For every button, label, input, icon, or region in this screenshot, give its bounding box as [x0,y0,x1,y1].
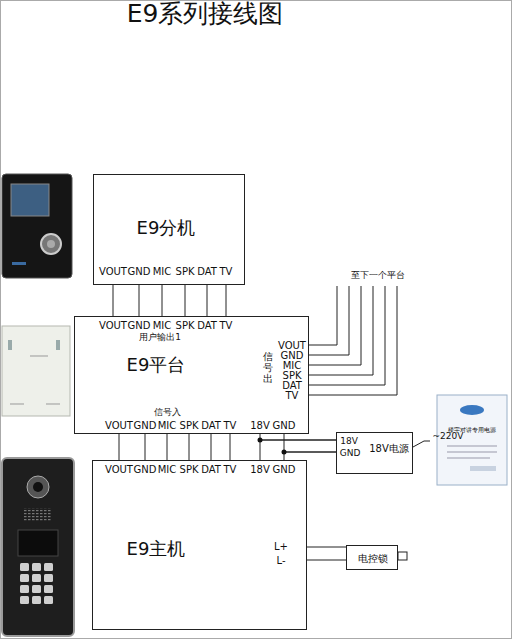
pin-label: ~220V [433,432,464,442]
pin-label: 至下一个平台 [351,271,405,281]
signal-wire [145,434,146,460]
signal-wire [113,285,114,316]
pin-label: DAT [282,380,302,391]
signal-wire [207,285,208,316]
junction-dot [258,438,263,443]
signal-wire [167,434,168,460]
signal-wire [119,434,120,460]
pin-label: 楼宇对讲专用电源 [448,427,496,434]
signal-wire [185,285,186,316]
pin-label: L- [276,555,285,566]
pin-label: TV [220,266,233,277]
mains-cord [413,441,430,447]
pin-label: GND [281,350,304,361]
signal-wire [307,560,346,561]
signal-wire [162,285,163,316]
pin-label: MIC [153,320,172,331]
node-label: 18V [340,437,358,447]
pin-label: TV [224,420,237,431]
pin-label: MIC [158,464,177,475]
outdoor-station-photo [2,458,74,636]
pin-label: 18V [250,420,270,431]
node-label: 电控锁 [358,553,388,564]
pin-label: TV [286,390,299,401]
signal-wire [307,547,346,548]
pin-label: 18V [250,464,270,475]
platform-box: E9平台 [74,316,309,434]
electric-lock-box: 电控锁 [346,545,398,570]
pin-label: VOUT [99,266,127,277]
pin-label: SPK [180,464,199,475]
pin-label: L+ [274,541,288,552]
pin-label: SPK [176,320,195,331]
platform-photo [2,326,70,416]
pin-label: VOUT [105,464,133,475]
node-label: E9平台 [127,355,186,375]
next-platform-wires [309,286,397,395]
indoor-monitor-photo [2,174,72,278]
pin-label: DAT [201,420,221,431]
pin-label: SPK [176,266,195,277]
signal-wire [226,285,227,316]
pin-label: GND [128,320,151,331]
pin-label: DAT [197,266,217,277]
pin-label: SPK [180,420,199,431]
diagram-title: E9系列接线图 [127,0,284,28]
pin-label: 信号入 [154,408,181,418]
vertical-label: 信号出 [263,351,273,384]
pin-label: DAT [197,320,217,331]
node-label: E9分机 [137,218,196,238]
signal-wire [211,434,212,460]
signal-wire [284,452,336,460]
pin-label: GND [273,420,296,431]
pin-label: TV [220,320,233,331]
pin-label: GND [134,420,157,431]
signal-wire [189,434,190,460]
signal-wire [284,434,336,452]
pin-label: 用户输出1 [139,333,181,343]
signal-wire [260,434,336,440]
lock-bolt [398,552,407,560]
pin-label: GND [273,464,296,475]
pin-label: VOUT [105,420,133,431]
power-supply-box: 18V GND 18V电源 [336,432,413,474]
node-label: E9主机 [127,539,186,559]
node-label: 18V电源 [369,443,409,454]
junction-dot [282,450,287,455]
pin-label: VOUT [278,340,306,351]
pin-label: GND [128,266,151,277]
pin-label: MIC [153,266,172,277]
signal-wire [260,440,336,460]
pin-label: MIC [283,360,302,371]
signal-wire [230,434,231,460]
pin-label: GND [134,464,157,475]
pin-label: MIC [158,420,177,431]
signal-wire [139,285,140,316]
node-label: GND [340,449,361,459]
pin-label: TV [224,464,237,475]
pin-label: SPK [283,370,302,381]
pin-label: DAT [201,464,221,475]
pin-label: VOUT [99,320,127,331]
